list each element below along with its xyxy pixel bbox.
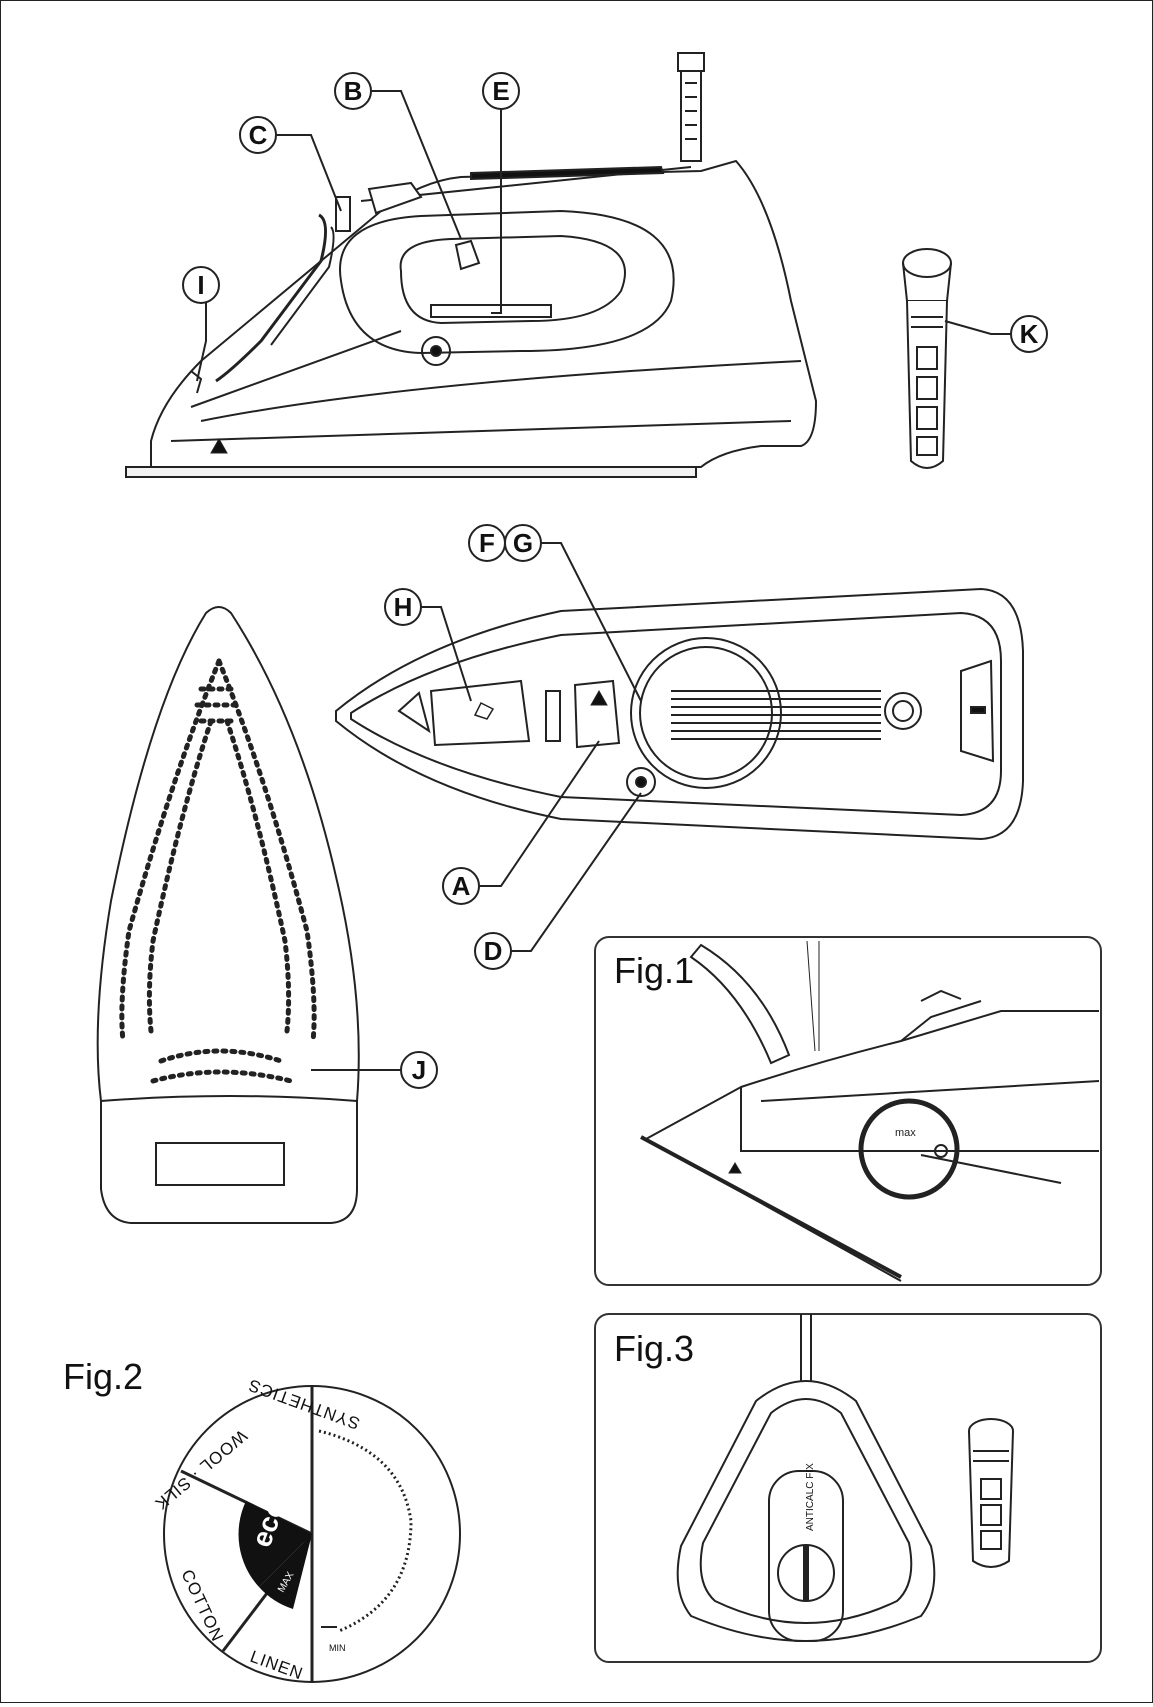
- iron-side-view: [125, 52, 818, 478]
- callout-A: A: [442, 867, 480, 905]
- callout-C: C: [239, 116, 277, 154]
- callout-K: K: [1010, 315, 1048, 353]
- max-segment: [259, 1534, 312, 1609]
- svg-text:A: A: [452, 871, 471, 901]
- callout-I: I: [182, 266, 220, 304]
- anticalc-cartridge-drawing: [902, 248, 952, 469]
- fig1-panel: Fig.1 max: [594, 936, 1102, 1286]
- callout-D: D: [474, 932, 512, 970]
- min-label: MIN: [329, 1643, 346, 1653]
- callout-B: B: [334, 72, 372, 110]
- svg-text:B: B: [344, 76, 363, 106]
- callout-leaders: [196, 90, 1011, 1071]
- callout-E: E: [482, 72, 520, 110]
- fig1-title: Fig.1: [614, 950, 694, 991]
- soleplate-drawing: [96, 606, 360, 1224]
- svg-text:C: C: [249, 120, 268, 150]
- svg-text:I: I: [197, 270, 204, 300]
- svg-text:F: F: [479, 528, 495, 558]
- svg-text:J: J: [412, 1055, 426, 1085]
- fig2-panel: Fig.2 eco MAX SYNTHETICS WOOL · SILK COT…: [63, 1356, 461, 1684]
- fig2-title: Fig.2: [63, 1356, 143, 1397]
- anticalc-valve-label: ANTICALC FIX: [805, 1463, 816, 1531]
- eco-segment: [238, 1501, 312, 1587]
- callout-F: F: [468, 524, 506, 562]
- fig3-title: Fig.3: [614, 1328, 694, 1369]
- svg-text:H: H: [394, 592, 413, 622]
- callout-G: G: [504, 524, 542, 562]
- svg-text:K: K: [1020, 319, 1039, 349]
- callout-J: J: [400, 1051, 438, 1089]
- iron-top-view: [335, 587, 1024, 841]
- fig3-panel: Fig.3 ANTICALC FIX: [594, 1313, 1102, 1663]
- svg-text:E: E: [492, 76, 509, 106]
- svg-text:G: G: [513, 528, 533, 558]
- svg-text:D: D: [484, 936, 503, 966]
- callout-H: H: [384, 588, 422, 626]
- fig1-max-marker: max: [895, 1127, 916, 1139]
